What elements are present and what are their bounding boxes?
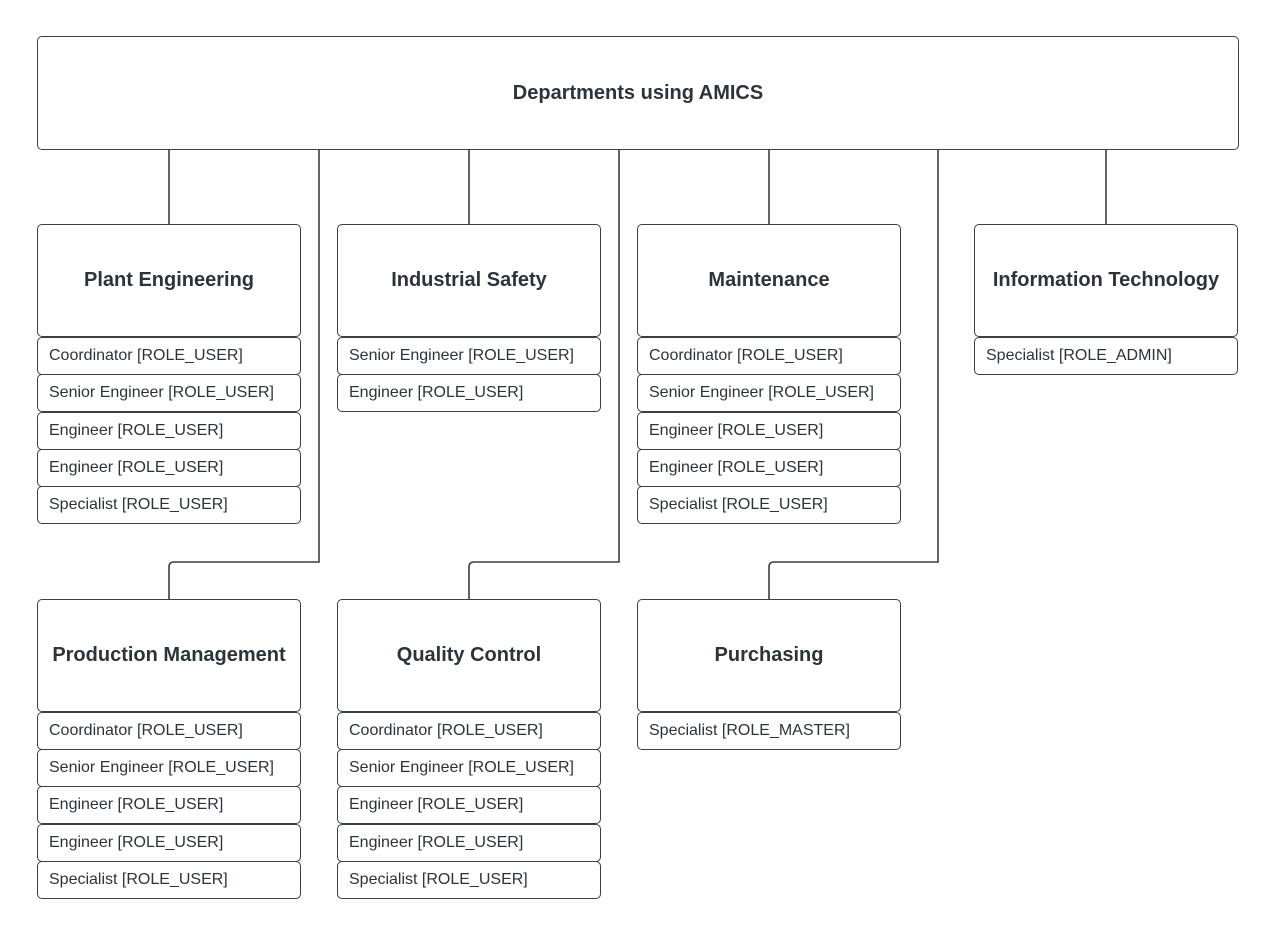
dept-purchasing: Purchasing [637,599,901,712]
role-item: Senior Engineer [ROLE_USER] [337,337,601,375]
role-item: Engineer [ROLE_USER] [37,449,301,487]
connector-purchasing [768,150,939,599]
dept-title: Maintenance [708,269,830,291]
role-item: Engineer [ROLE_USER] [37,824,301,862]
dept-maintenance: Maintenance [637,224,901,337]
dept-industrial-safety: Industrial Safety [337,224,601,337]
role-item: Senior Engineer [ROLE_USER] [637,374,901,412]
role-item: Senior Engineer [ROLE_USER] [37,374,301,412]
role-item: Coordinator [ROLE_USER] [337,712,601,750]
role-item: Specialist [ROLE_USER] [37,861,301,899]
connector-quality-control [468,150,620,599]
role-item: Specialist [ROLE_USER] [337,861,601,899]
role-item: Coordinator [ROLE_USER] [37,337,301,375]
role-item: Specialist [ROLE_USER] [37,486,301,524]
role-item: Engineer [ROLE_USER] [337,786,601,824]
root-title: Departments using AMICS [512,81,764,104]
role-item: Engineer [ROLE_USER] [337,824,601,862]
role-item: Specialist [ROLE_USER] [637,486,901,524]
dept-title: Production Management [52,644,286,666]
dept-title: Information Technology [992,269,1220,291]
role-item: Specialist [ROLE_ADMIN] [974,337,1238,375]
role-item: Engineer [ROLE_USER] [337,374,601,412]
role-item: Coordinator [ROLE_USER] [37,712,301,750]
role-item: Senior Engineer [ROLE_USER] [37,749,301,787]
dept-plant-engineering: Plant Engineering [37,224,301,337]
root-box: Departments using AMICS [37,36,1239,150]
dept-title: Industrial Safety [391,269,547,291]
role-item: Engineer [ROLE_USER] [37,412,301,450]
dept-production-management: Production Management [37,599,301,712]
dept-title: Purchasing [714,644,824,666]
role-item: Engineer [ROLE_USER] [637,412,901,450]
role-item: Coordinator [ROLE_USER] [637,337,901,375]
dept-quality-control: Quality Control [337,599,601,712]
role-item: Engineer [ROLE_USER] [37,786,301,824]
role-item: Specialist [ROLE_MASTER] [637,712,901,750]
role-item: Senior Engineer [ROLE_USER] [337,749,601,787]
connector-production-management [168,150,320,599]
dept-title: Quality Control [396,644,542,666]
dept-title: Plant Engineering [83,269,255,291]
dept-information-technology: Information Technology [974,224,1238,337]
role-item: Engineer [ROLE_USER] [637,449,901,487]
